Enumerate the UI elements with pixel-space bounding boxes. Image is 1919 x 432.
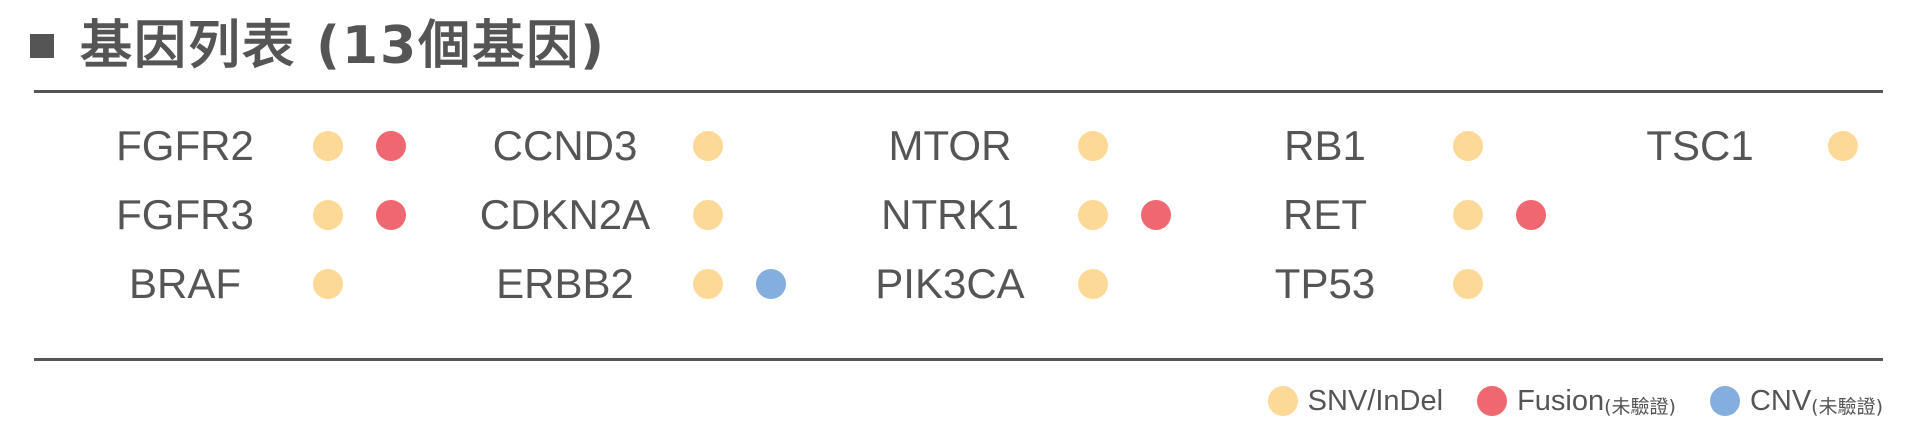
variant-type-dots: [693, 269, 786, 299]
gene-name: CDKN2A: [479, 191, 651, 238]
variant-type-dots: [693, 200, 723, 230]
fusion-dot-icon: [1141, 200, 1171, 230]
legend-label: SNV/InDel: [1307, 384, 1444, 417]
gene-entry: RET: [1225, 185, 1546, 245]
snv-dot-icon: [1453, 131, 1483, 161]
legend-note: (未驗證): [1604, 395, 1676, 418]
cnv-dot-icon: [756, 269, 786, 299]
variant-type-dots: [1078, 269, 1108, 299]
legend-item-cnv: CNV(未驗證): [1709, 384, 1883, 418]
gene-entry: FGFR2: [85, 116, 406, 176]
gene-name: MTOR: [888, 122, 1012, 169]
square-bullet-icon: [30, 34, 54, 58]
variant-type-dots: [1453, 131, 1483, 161]
legend-item-snv: SNV/InDel: [1267, 384, 1444, 418]
fusion-dot-icon: [376, 131, 406, 161]
section-header: 基因列表 (13個基因): [30, 8, 606, 84]
top-divider: [34, 90, 1883, 93]
gene-name: FGFR3: [116, 191, 254, 238]
variant-type-dots: [1078, 131, 1108, 161]
fusion-dot-icon: [1516, 200, 1546, 230]
legend-label: CNV: [1749, 384, 1812, 417]
gene-name: RB1: [1284, 122, 1366, 169]
snv-dot-icon: [1453, 200, 1483, 230]
snv-dot-icon: [693, 200, 723, 230]
gene-name: PIK3CA: [875, 260, 1025, 307]
variant-type-dots: [313, 269, 343, 299]
bottom-divider: [34, 358, 1883, 361]
gene-entry: MTOR: [850, 116, 1108, 176]
snv-dot-icon: [313, 200, 343, 230]
variant-type-dots: [1078, 200, 1171, 230]
variant-type-dots: [313, 200, 406, 230]
gene-name: TP53: [1274, 260, 1376, 307]
variant-type-dots: [693, 131, 723, 161]
snv-dot-icon: [1078, 269, 1108, 299]
snv-dot-icon: [1267, 386, 1298, 416]
gene-entry: TSC1: [1600, 116, 1858, 176]
page-title: 基因列表 (13個基因): [80, 16, 606, 76]
gene-name: RET: [1283, 191, 1367, 238]
gene-entry: BRAF: [85, 254, 343, 314]
variant-type-dots: [1453, 269, 1483, 299]
gene-entry: NTRK1: [850, 185, 1171, 245]
gene-entry: ERBB2: [465, 254, 786, 314]
snv-dot-icon: [1453, 269, 1483, 299]
fusion-dot-icon: [1477, 386, 1508, 416]
snv-dot-icon: [1078, 200, 1108, 230]
gene-entry: TP53: [1225, 254, 1483, 314]
gene-entry: FGFR3: [85, 185, 406, 245]
cnv-dot-icon: [1709, 386, 1740, 416]
gene-name: NTRK1: [881, 191, 1019, 238]
snv-dot-icon: [693, 131, 723, 161]
snv-dot-icon: [313, 131, 343, 161]
gene-name: CCND3: [492, 122, 638, 169]
snv-dot-icon: [1078, 131, 1108, 161]
variant-type-dots: [313, 131, 406, 161]
gene-entry: CCND3: [465, 116, 723, 176]
snv-dot-icon: [693, 269, 723, 299]
gene-name: ERBB2: [496, 260, 634, 307]
legend-item-fusion: Fusion(未驗證): [1477, 385, 1676, 418]
gene-entry: CDKN2A: [465, 185, 723, 245]
snv-dot-icon: [313, 269, 343, 299]
gene-name: BRAF: [128, 260, 241, 307]
gene-name: TSC1: [1646, 122, 1754, 169]
gene-entry: PIK3CA: [850, 254, 1108, 314]
variant-type-dots: [1453, 200, 1546, 230]
gene-name: FGFR2: [116, 122, 254, 169]
legend-note: (未驗證): [1811, 395, 1883, 418]
snv-dot-icon: [1828, 131, 1858, 161]
variant-type-dots: [1828, 131, 1858, 161]
gene-entry: RB1: [1225, 116, 1483, 176]
legend-label: Fusion: [1517, 384, 1605, 417]
fusion-dot-icon: [376, 200, 406, 230]
